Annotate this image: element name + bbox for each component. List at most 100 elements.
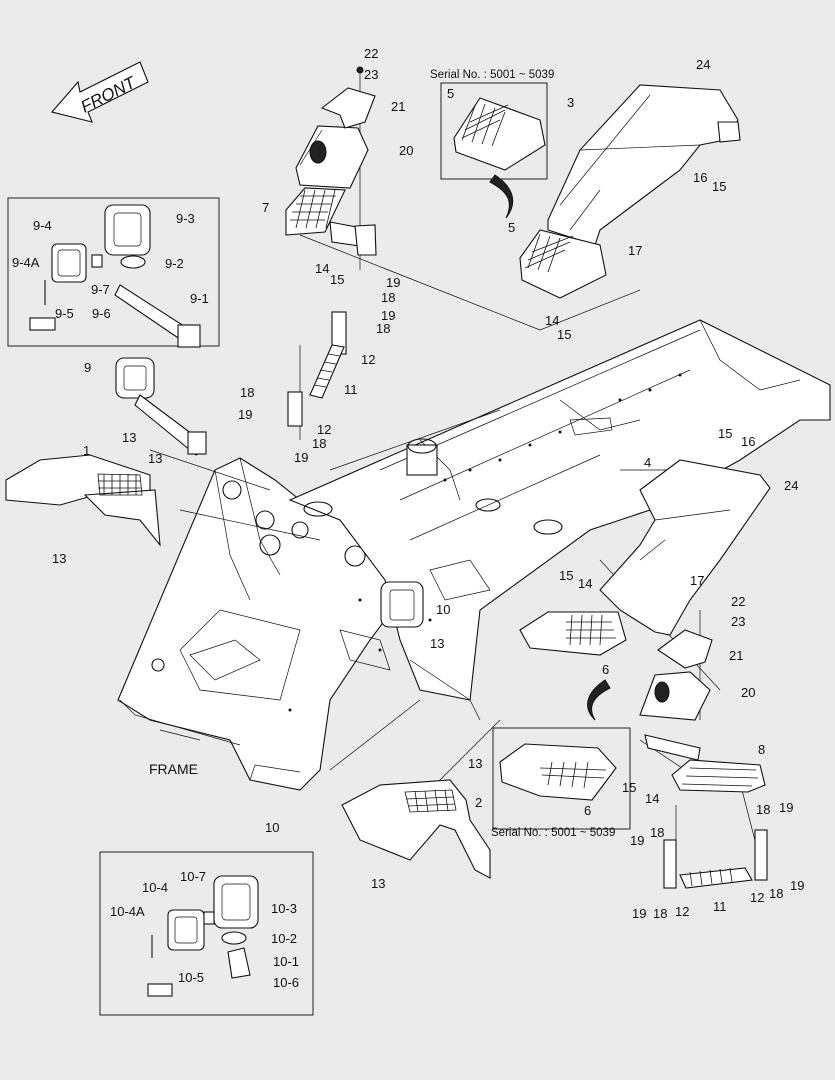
serial-label-bottom: Serial No. : 5001 ~ 5039 — [491, 827, 615, 839]
callout-c18g: 18 — [769, 886, 783, 901]
callout-c13f: 13 — [371, 876, 385, 891]
callout-c18a: 18 — [381, 290, 395, 305]
callout-c19c: 19 — [238, 407, 252, 422]
callout-c3: 3 — [567, 95, 574, 110]
callout-c23a: 23 — [364, 67, 378, 82]
inset-box-9 — [7, 197, 220, 347]
callout-c13a: 13 — [122, 430, 136, 445]
callout-c10_5: 10-5 — [178, 970, 204, 985]
inset-10-contents — [147, 875, 259, 997]
callout-c2: 2 — [475, 795, 482, 810]
callout-c13d: 13 — [430, 636, 444, 651]
part-21-bracket — [320, 87, 376, 129]
callout-c8: 8 — [758, 742, 765, 757]
callout-c9_2: 9-2 — [165, 256, 184, 271]
callout-c24b: 24 — [784, 478, 798, 493]
callout-c14d: 14 — [645, 791, 659, 806]
part-5-step-top-inset — [453, 97, 546, 171]
callout-c18e: 18 — [650, 825, 664, 840]
callout-c15c: 15 — [557, 327, 571, 342]
part-7-step — [285, 187, 377, 256]
callout-c17b: 17 — [690, 573, 704, 588]
callout-c15b: 15 — [712, 179, 726, 194]
callout-c9_4: 9-4 — [33, 218, 52, 233]
callout-c5a: 5 — [447, 86, 454, 101]
serial-label-top: Serial No. : 5001 ~ 5039 — [430, 69, 554, 81]
callout-c10_3: 10-3 — [271, 901, 297, 916]
part-4-fender — [599, 459, 771, 636]
callout-c10b: 10 — [265, 820, 279, 835]
callout-c6a: 6 — [602, 662, 609, 677]
callout-c11b: 11 — [713, 899, 727, 914]
callout-c9_5: 9-5 — [55, 306, 74, 321]
callout-c10_4A: 10-4A — [110, 904, 145, 919]
callout-c15f: 15 — [622, 780, 636, 795]
callout-c14a: 14 — [315, 261, 329, 276]
part-8-step — [644, 734, 766, 793]
callout-c15a: 15 — [330, 272, 344, 287]
callout-c14b: 14 — [545, 313, 559, 328]
callout-c14c: 14 — [578, 576, 592, 591]
callout-c24a: 24 — [696, 57, 710, 72]
part-6-step-inset — [499, 743, 617, 801]
callout-c20b: 20 — [741, 685, 755, 700]
part-9-lamp-arm — [115, 357, 207, 456]
callout-c19f: 19 — [779, 800, 793, 815]
callout-c10_1: 10-1 — [273, 954, 299, 969]
callout-c15d: 15 — [718, 426, 732, 441]
callout-c6b: 6 — [584, 803, 591, 818]
inset-box-10 — [99, 851, 314, 1016]
callout-c9_1: 9-1 — [190, 291, 209, 306]
part-20-cover — [295, 125, 369, 189]
inset-9-contents — [29, 204, 201, 348]
callout-c9_3: 9-3 — [176, 211, 195, 226]
callout-c16a: 16 — [693, 170, 707, 185]
callout-c16b: 16 — [741, 434, 755, 449]
callout-c18b: 18 — [376, 321, 390, 336]
callout-c11a: 11 — [344, 382, 358, 397]
callout-c13c: 13 — [52, 551, 66, 566]
callout-c9_7: 9-7 — [91, 282, 110, 297]
callout-c12c: 12 — [675, 904, 689, 919]
callout-c22a: 22 — [364, 46, 378, 61]
callout-c1: 1 — [83, 443, 90, 458]
callout-c15e: 15 — [559, 568, 573, 583]
part-10-lamp — [380, 581, 424, 628]
callout-c5b: 5 — [508, 220, 515, 235]
part-21-bracket-right — [657, 629, 713, 669]
callout-c10_7: 10-7 — [180, 869, 206, 884]
inset-box-serial-bottom — [492, 727, 631, 830]
callout-c18h: 18 — [653, 906, 667, 921]
callout-c10_2: 10-2 — [271, 931, 297, 946]
bolt-22 — [356, 66, 364, 74]
inset-arrow-bottom — [587, 679, 611, 721]
main-frame — [117, 319, 831, 791]
callout-c18d: 18 — [312, 436, 326, 451]
front-arrow: FRONT — [50, 61, 149, 123]
callout-c19h: 19 — [632, 906, 646, 921]
callout-c19b: 19 — [381, 308, 395, 323]
callout-c7: 7 — [262, 200, 269, 215]
part-11-12-step-left — [287, 311, 347, 427]
callout-c12b: 12 — [317, 422, 331, 437]
callout-c9_4A: 9-4A — [12, 255, 40, 270]
callout-c12d: 12 — [750, 890, 764, 905]
callout-c18c: 18 — [240, 385, 254, 400]
callout-c19d: 19 — [294, 450, 308, 465]
frame-label: FRAME — [149, 761, 198, 777]
callout-c19e: 19 — [630, 833, 644, 848]
callout-c13e: 13 — [468, 756, 482, 771]
callout-c20a: 20 — [399, 143, 413, 158]
part-5-step-main — [519, 229, 607, 299]
callout-c19a: 19 — [386, 275, 400, 290]
callout-c9: 9 — [84, 360, 91, 375]
part-1-fender — [5, 454, 161, 547]
callout-c21b: 21 — [729, 648, 743, 663]
part-11-12-step-right — [663, 829, 768, 889]
callout-c22b: 22 — [731, 594, 745, 609]
callout-c21a: 21 — [391, 99, 405, 114]
part-20-cover-right — [639, 671, 711, 721]
callout-c23b: 23 — [731, 614, 745, 629]
